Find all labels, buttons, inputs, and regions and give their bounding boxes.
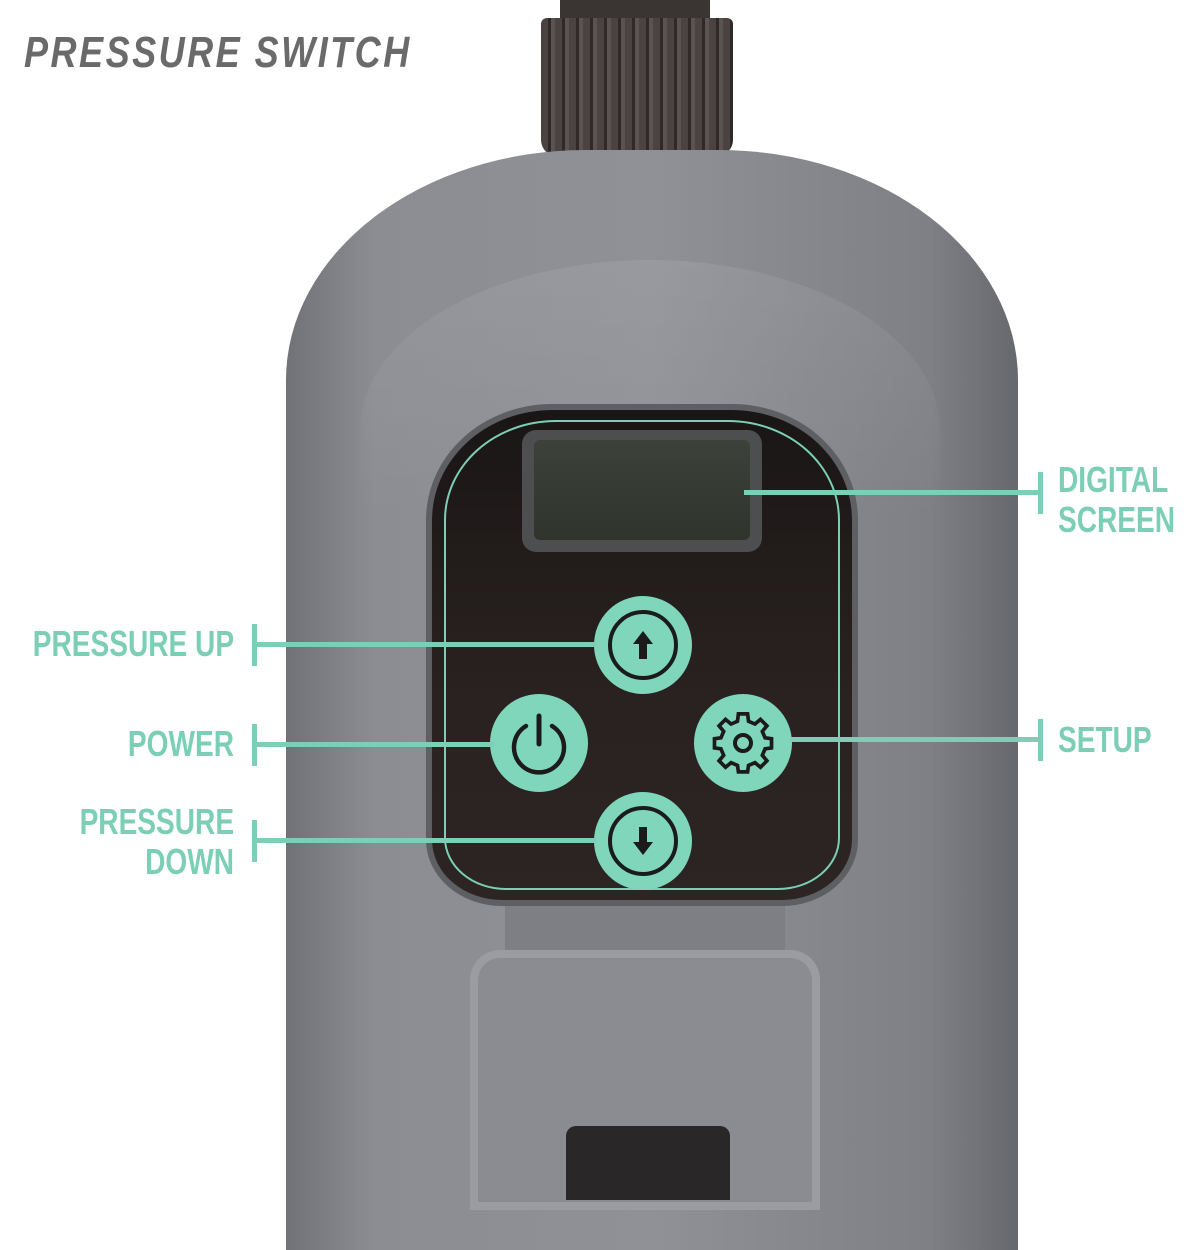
page-title: PRESSURE SWITCH [24,28,412,77]
leader-line [252,642,596,647]
leader-cap [1038,719,1043,761]
label-pressure-up: PRESSURE UP [33,624,234,664]
handle-grip [566,1126,730,1200]
leader-line [790,737,1042,742]
pressure-up-button[interactable] [594,596,692,694]
button-ring [608,610,678,680]
power-icon [511,713,567,775]
label-line: PRESSURE UP [32,623,234,664]
label-line: DOWN [145,841,234,882]
gear-icon [712,712,774,774]
label-line: PRESSURE [79,801,234,842]
setup-button[interactable] [694,694,792,792]
button-ring [608,806,678,876]
power-button[interactable] [490,694,588,792]
pressure-down-button[interactable] [594,792,692,890]
hose-connector-nut [541,18,733,156]
label-power: POWER [128,724,234,764]
leader-line [252,742,494,747]
leader-line [744,490,1042,495]
digital-screen [534,440,750,540]
label-digital-screen: DIGITAL SCREEN [1058,460,1175,540]
hose-stem [560,0,710,20]
label-line: SCREEN [1058,499,1176,540]
leader-cap [1038,472,1043,514]
label-line: SETUP [1058,719,1152,760]
label-setup: SETUP [1058,720,1152,760]
label-pressure-down: PRESSURE DOWN [80,802,234,882]
arrow-down-icon [633,827,653,855]
arrow-up-icon [633,631,653,659]
label-line: POWER [127,723,234,764]
leader-line [252,838,596,843]
label-line: DIGITAL [1058,459,1169,500]
